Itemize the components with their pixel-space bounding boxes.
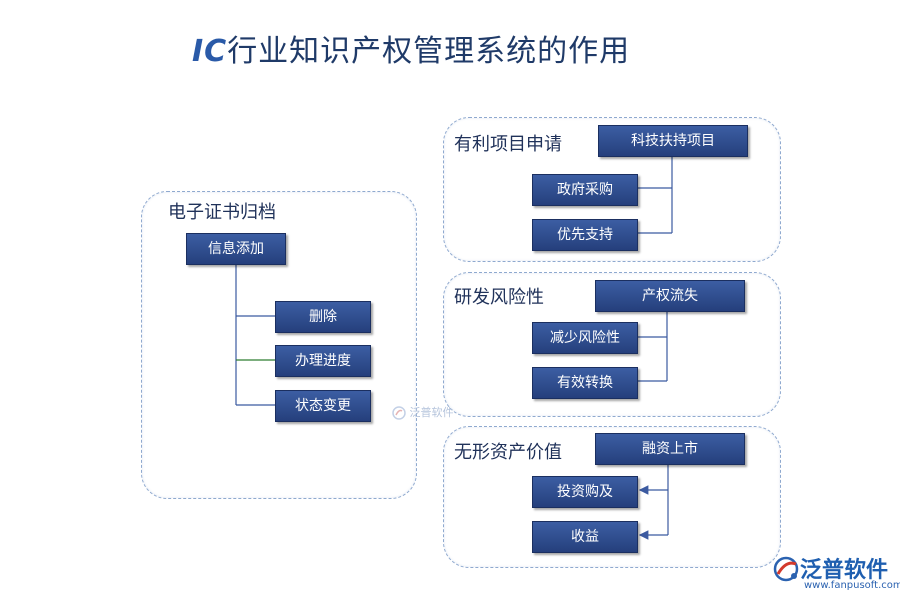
right-panel-1-item-box: 优先支持 (532, 219, 638, 251)
watermark-text: 泛普软件 (409, 406, 454, 419)
left-item-box: 删除 (275, 301, 371, 333)
right-panel-3-title: 无形资产价值 (454, 442, 562, 463)
right-panel-3-item-box: 投资购及 (532, 476, 638, 508)
watermark: 泛普软件 (392, 404, 454, 420)
right-panel-2-item-box: 有效转换 (532, 367, 638, 399)
title-prefix: IC (192, 34, 228, 69)
panel1-connector (637, 154, 673, 234)
right-panel-2-head-box: 产权流失 (595, 280, 745, 312)
right-panel-2-item-box: 减少风险性 (532, 322, 638, 354)
watermark-logo-icon (392, 406, 406, 420)
panel2-connector (637, 309, 668, 382)
brand-url[interactable]: www.fanpusoft.com (804, 580, 900, 591)
right-panel-2 (443, 272, 781, 417)
left-panel (141, 191, 417, 499)
fanpu-logo-icon (773, 556, 799, 582)
right-panel-1-item-box: 政府采购 (532, 174, 638, 206)
right-panel-1-head-box: 科技扶持项目 (598, 125, 748, 157)
left-item-box: 状态变更 (275, 390, 371, 422)
right-panel-3 (443, 426, 781, 568)
brand-name: 泛普软件 (800, 558, 889, 583)
left-panel-title: 电子证书归档 (168, 202, 276, 223)
page-title: IC行业知识产权管理系统的作用 (192, 26, 630, 70)
right-panel-3-head-box: 融资上市 (595, 433, 745, 465)
right-panel-1 (443, 117, 781, 262)
right-panel-1-title: 有利项目申请 (454, 134, 562, 155)
title-rest: 行业知识产权管理系统的作用 (227, 34, 631, 69)
right-panel-2-title: 研发风险性 (454, 287, 544, 308)
right-panel-3-item-box: 收益 (532, 521, 638, 553)
left-root-box: 信息添加 (186, 233, 286, 265)
left-item-box: 办理进度 (275, 345, 371, 377)
